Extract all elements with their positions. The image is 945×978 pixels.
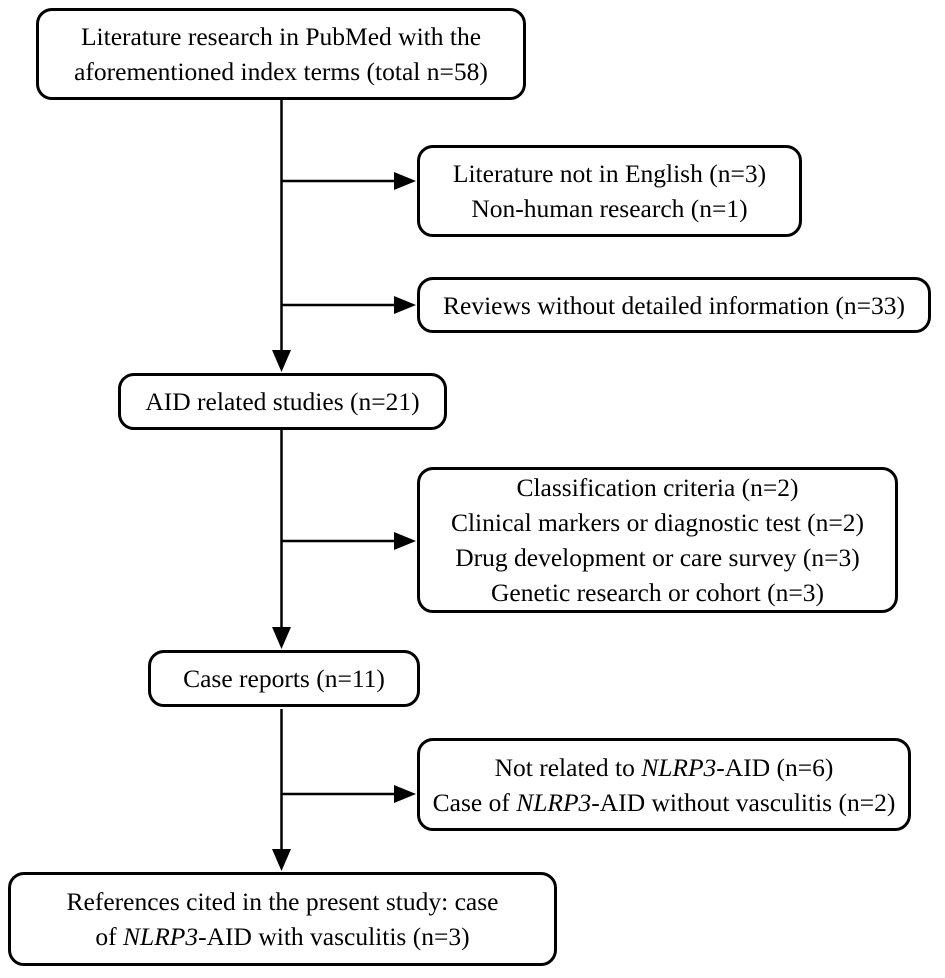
gene-name-italic: NLRP3 [516,787,592,817]
box-excluded-nlrp3-line1: Not related to NLRP3-AID (n=6) [494,752,834,782]
box-excluded-language: Literature not in English (n=3) Non-huma… [417,145,802,237]
box-excluded-language-line1: Literature not in English (n=3) [452,159,767,188]
box-pubmed-search-line1: Literature research in PubMed with the [80,22,482,51]
box-excluded-reviews-line1: Reviews without detailed information (n=… [443,290,905,320]
box-pubmed-search: Literature research in PubMed with the a… [36,8,526,100]
arrow-down-to-final-references [272,709,291,871]
box-excluded-reviews: Reviews without detailed information (n=… [417,277,931,333]
arrow-right-to-excluded-nlrp3 [281,785,416,803]
box-excluded-categories-line4: Genetic research or cohort (n=3) [491,578,824,607]
box-excluded-categories-line1: Classification criteria (n=2) [516,473,799,502]
gene-name-italic: NLRP3 [641,752,717,782]
box-excluded-categories-line2: Clinical markers or diagnostic test (n=2… [450,508,865,537]
arrow-right-to-excluded-language [281,172,416,190]
box-excluded-categories-line3: Drug development or care survey (n=3) [455,543,860,572]
box-aid-studies: AID related studies (n=21) [118,373,447,430]
box-pubmed-search-line2: aforementioned index terms (total n=58) [74,57,488,86]
arrow-right-to-excluded-categories [281,532,416,550]
box-excluded-nlrp3-line2: Case of NLRP3-AID without vasculitis (n=… [432,787,896,817]
box-final-references-line2: of NLRP3-AID with vasculitis (n=3) [95,922,470,951]
box-case-reports: Case reports (n=11) [148,650,420,707]
box-excluded-categories: Classification criteria (n=2) Clinical m… [417,467,898,613]
box-case-reports-line1: Case reports (n=11) [183,664,385,693]
box-final-references-line1: References cited in the present study: c… [66,887,499,916]
arrow-down-to-case-reports [272,430,291,649]
arrow-right-to-excluded-reviews [281,296,416,314]
box-aid-studies-line1: AID related studies (n=21) [145,387,420,416]
gene-name-italic: NLRP3 [123,922,199,951]
arrow-down-to-aid-studies [272,100,291,372]
box-excluded-nlrp3: Not related to NLRP3-AID (n=6) Case of N… [417,738,911,831]
box-final-references: References cited in the present study: c… [8,872,557,966]
box-excluded-language-line2: Non-human research (n=1) [471,194,748,223]
